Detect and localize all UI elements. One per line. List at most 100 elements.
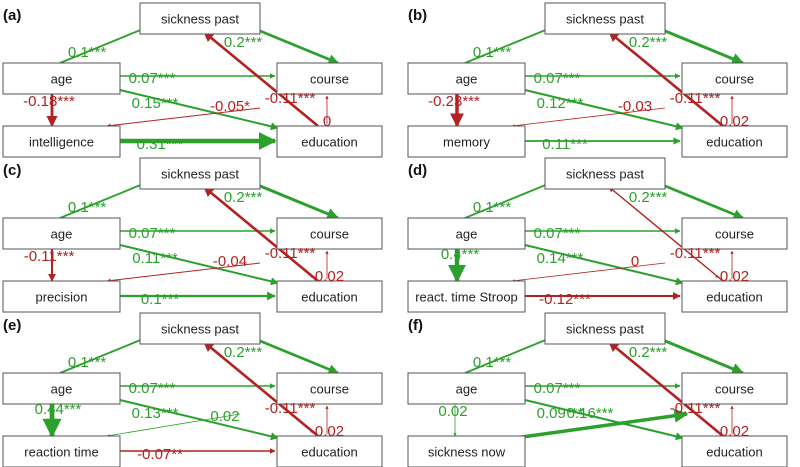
- node-label-age: age: [456, 382, 478, 397]
- edge-age-education: [119, 244, 279, 286]
- edge-label-age-course: 0.07***: [534, 225, 581, 242]
- edge-sickness-course: [652, 179, 744, 220]
- node-box-course: [681, 217, 788, 250]
- edge-label-age-mediator: -0.18***: [23, 93, 75, 110]
- edge-label-sickness-course: 0.2***: [629, 189, 668, 206]
- edge-education-sickness: [608, 186, 724, 282]
- edge-age-education: [119, 399, 279, 441]
- node-label-sickness: sickness past: [566, 322, 644, 337]
- node-label-age: age: [51, 227, 73, 242]
- edge-education-sickness: [203, 185, 319, 283]
- node-box-course: [681, 372, 788, 405]
- edge-age-education: [119, 89, 279, 131]
- node-label-age: age: [456, 72, 478, 87]
- node-box-sickness: [139, 157, 261, 190]
- edge-label-education-course: -0.02: [715, 268, 749, 285]
- node-label-course: course: [310, 382, 349, 397]
- edge-label-sickness-course: 0.2***: [224, 34, 263, 51]
- edge-label-sickness-course: 0.2***: [224, 189, 263, 206]
- edge-label-age-course: 0.07***: [129, 380, 176, 397]
- edge-age-education: [524, 89, 684, 131]
- node-label-sickness: sickness past: [566, 167, 644, 182]
- node-label-mediator: precision: [35, 290, 87, 305]
- edge-label-age-mediator: 0.4***: [441, 246, 480, 263]
- edge-label-education-mediator: -0.04: [213, 253, 247, 270]
- edge-sickness-course: [652, 24, 745, 65]
- edge-label-education-mediator: -0.05*: [210, 98, 250, 115]
- node-box-sickness: [139, 2, 261, 35]
- node-box-age: [2, 217, 121, 250]
- panel-1: sickness past age course memory education 0.1…: [407, 2, 788, 158]
- node-label-course: course: [715, 227, 754, 242]
- node-label-age: age: [51, 72, 73, 87]
- panel-label: (d): [408, 162, 427, 179]
- panel-2: sickness past age course precision education…: [2, 157, 383, 313]
- edge-education-mediator: [514, 408, 689, 440]
- node-label-mediator: reaction time: [24, 445, 98, 460]
- node-box-mediator: [407, 125, 526, 158]
- edge-label-education-course: -0.02: [715, 113, 749, 130]
- node-label-sickness: sickness past: [161, 167, 239, 182]
- node-label-education: education: [706, 135, 762, 150]
- node-label-education: education: [706, 290, 762, 305]
- panel-label: (f): [408, 317, 423, 334]
- node-box-sickness: [544, 157, 666, 190]
- node-box-mediator: [2, 435, 121, 467]
- node-box-education: [276, 125, 383, 158]
- edge-education-mediator: [106, 107, 261, 128]
- node-box-age: [407, 217, 526, 250]
- edge-label-sickness-course: 0.2***: [629, 34, 668, 51]
- edge-label-age-sickness: 0.1***: [473, 354, 512, 371]
- node-label-education: education: [706, 445, 762, 460]
- node-box-course: [276, 372, 383, 405]
- edge-label-age-course: 0.07***: [129, 225, 176, 242]
- node-box-course: [276, 62, 383, 95]
- edge-education-sickness: [203, 30, 319, 128]
- node-box-course: [276, 217, 383, 250]
- edge-label-age-education: 0.15***: [132, 95, 179, 112]
- edge-label-age-mediator: 0.02: [438, 403, 467, 420]
- edge-label-age-course: 0.07***: [534, 70, 581, 87]
- node-box-mediator: [2, 280, 121, 313]
- edge-education-sickness: [608, 340, 724, 438]
- node-label-course: course: [310, 227, 349, 242]
- node-label-education: education: [301, 290, 357, 305]
- edge-label-education-course: -0.02: [310, 268, 344, 285]
- edge-label-education-sickness: -0.11***: [670, 400, 721, 417]
- node-box-mediator: [407, 280, 526, 313]
- node-label-course: course: [715, 72, 754, 87]
- node-box-mediator: [2, 125, 121, 158]
- edge-education-mediator: [511, 107, 666, 128]
- edge-label-education-sickness: -0.11***: [265, 245, 316, 262]
- edge-label-education-sickness: -0.11***: [265, 90, 316, 107]
- node-label-mediator: memory: [443, 135, 490, 150]
- edge-label-mediator-education: 0.11***: [542, 136, 588, 153]
- node-label-education: education: [301, 445, 357, 460]
- edge-label-education-sickness: -0.11***: [670, 245, 721, 262]
- edge-label-mediator-education: 0.31***: [137, 136, 184, 153]
- edge-education-mediator: [511, 262, 666, 283]
- edge-label-sickness-course: 0.2***: [629, 344, 668, 361]
- node-box-education: [681, 125, 788, 158]
- node-box-education: [276, 280, 383, 313]
- edge-label-education-course: -0.02: [310, 423, 344, 440]
- node-label-sickness: sickness past: [161, 322, 239, 337]
- node-box-age: [407, 62, 526, 95]
- node-label-sickness: sickness past: [566, 12, 644, 27]
- node-label-course: course: [310, 72, 349, 87]
- edge-label-education-course: -0.02: [715, 423, 749, 440]
- edge-label-age-sickness: 0.1***: [68, 354, 107, 371]
- node-box-age: [2, 62, 121, 95]
- edge-label-age-course: 0.07***: [129, 70, 176, 87]
- node-box-education: [681, 435, 788, 467]
- node-box-course: [681, 62, 788, 95]
- node-box-mediator: [407, 435, 526, 467]
- node-label-mediator: react. time Stroop: [415, 290, 518, 305]
- node-label-sickness: sickness past: [161, 12, 239, 27]
- edge-label-education-mediator: -0.03: [618, 98, 652, 115]
- node-box-age: [2, 372, 121, 405]
